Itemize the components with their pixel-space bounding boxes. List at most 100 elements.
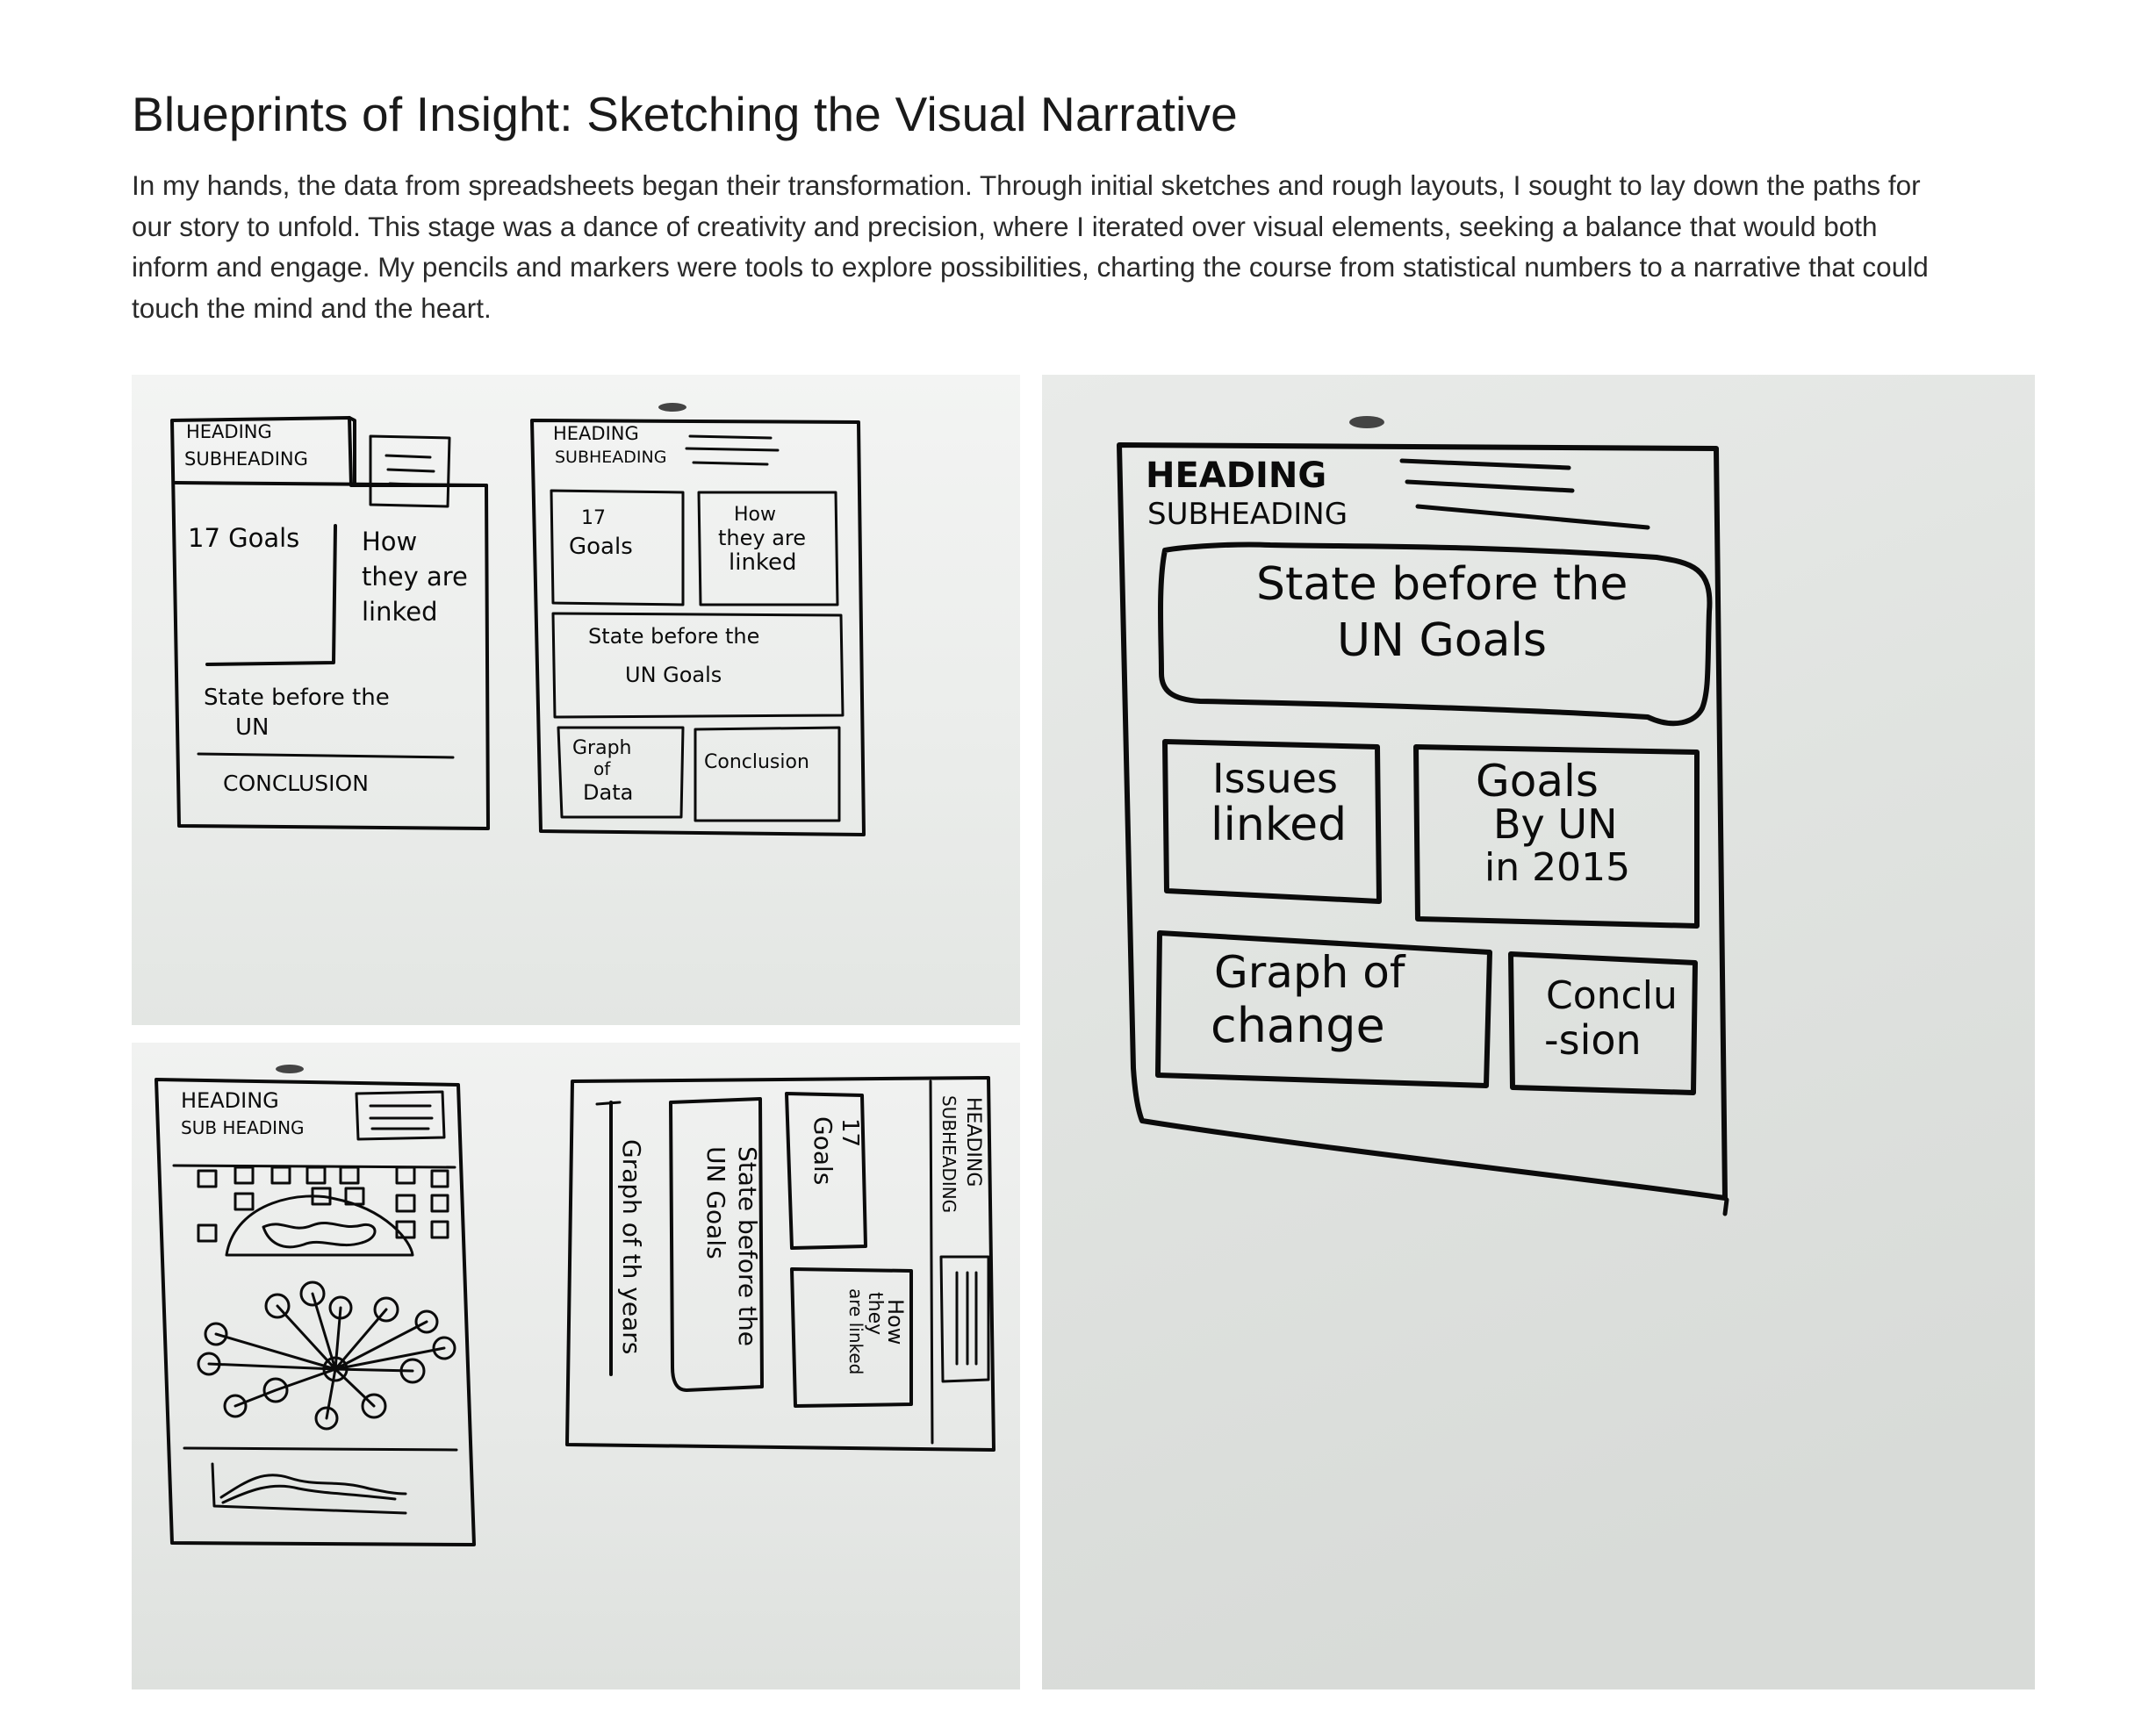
sketch-e-graph-box <box>1155 930 1492 1088</box>
sketch-c-heading: HEADING <box>181 1088 279 1113</box>
sketch-d-header-divider <box>929 1080 934 1445</box>
page-title: Blueprints of Insight: Sketching the Vis… <box>132 87 1238 141</box>
sketch-photo-graphic-layouts: HEADING SUB HEADING HEADING SUBHEADING 1… <box>132 1043 1020 1689</box>
sketch-photo-final-layout: HEADING SUBHEADING State before the UN G… <box>1042 375 2035 1689</box>
sketch-b-state-1: State before the <box>588 624 759 649</box>
sketch-b-goals-box <box>550 489 685 606</box>
sketch-d-graph-tick <box>595 1101 622 1106</box>
sketch-d-linked-group: How they are linked <box>845 1288 908 1374</box>
sketch-a-frame-edge <box>348 416 356 487</box>
sketch-c-network <box>197 1280 456 1431</box>
sketch-d-goals-box <box>785 1092 867 1250</box>
sketch-d-graph: Graph of th years <box>617 1139 646 1354</box>
sketch-d-goals-1: 17 <box>837 1118 863 1147</box>
sketch-e-issues-1: Issues <box>1212 755 1338 802</box>
sketch-a-goals: 17 Goals <box>188 523 299 553</box>
sketch-e-tape <box>1349 416 1384 428</box>
sketch-e-graph-1: Graph of <box>1214 947 1406 998</box>
sketch-e: HEADING SUBHEADING State before the UN G… <box>1117 416 1729 1216</box>
sketch-d-subheading-group: SUBHEADING <box>938 1095 960 1213</box>
sketch-e-subheading: SUBHEADING <box>1147 497 1348 532</box>
sketch-b-heading: HEADING <box>553 423 639 444</box>
sketch-e-goals-1: Goals <box>1476 756 1599 807</box>
sketch-a-goals-box <box>205 524 337 666</box>
sketch-b-linked-box <box>697 491 839 606</box>
sketch-d-state-2: UN Goals <box>701 1146 730 1259</box>
sketch-a: HEADING SUBHEADING 17 Goals How they are… <box>170 416 490 830</box>
sketch-d-image-lines <box>955 1271 978 1366</box>
sketch-a-linked-3: linked <box>362 597 438 627</box>
sketch-d-header-image <box>939 1255 990 1383</box>
sketch-b-frame <box>530 419 866 836</box>
sketch-b-subheading: SUBHEADING <box>555 448 666 467</box>
sketch-e-graph-2: change <box>1211 998 1385 1053</box>
sketch-photo-final-layout-svg: HEADING SUBHEADING State before the UN G… <box>1042 375 2035 1689</box>
sketch-b-tape <box>658 403 686 412</box>
sketch-b-state-box <box>551 612 845 719</box>
sketch-a-linked-1: How <box>362 527 417 556</box>
sketch-c-header-image <box>355 1090 446 1141</box>
sketch-b-header-lines <box>685 434 780 466</box>
sketch-e-goals-3: in 2015 <box>1484 845 1630 890</box>
sketch-a-state-2: UN <box>235 714 269 741</box>
sketch-b-state-2: UN Goals <box>625 663 722 687</box>
sketch-e-goals-box <box>1413 744 1700 929</box>
sketch-a-state-1: State before the <box>204 685 390 711</box>
paper-background <box>1042 375 2035 1689</box>
sketch-d-state-1: State before the <box>733 1146 762 1346</box>
sketch-b-conclusion: Conclusion <box>704 751 809 773</box>
sketch-d-heading: HEADING <box>962 1097 984 1187</box>
sketch-d-state-box <box>669 1097 764 1392</box>
sketch-e-conclusion-box <box>1508 951 1698 1095</box>
sketch-a-header-image <box>369 434 451 508</box>
sketch-d-linked-3: are linked <box>845 1288 866 1374</box>
sketch-e-frame <box>1117 442 1728 1201</box>
sketch-d-subheading: SUBHEADING <box>938 1095 960 1213</box>
sketch-b-goals-2: Goals <box>569 534 633 560</box>
sketch-a-divider <box>197 752 455 759</box>
sketch-a-heading: HEADING <box>186 421 272 442</box>
sketch-photo-two-layouts: HEADING SUBHEADING 17 Goals How they are… <box>132 375 1020 1025</box>
sketch-a-linked-2: they are <box>362 562 468 592</box>
sketch-c-continents <box>262 1221 377 1249</box>
sketch-b-graph-2: of <box>593 758 611 779</box>
sketch-d-goals-group: 17 Goals <box>809 1116 863 1185</box>
sketch-b-graph-3: Data <box>583 780 633 805</box>
sketch-d-graph-group: Graph of th years <box>617 1139 646 1354</box>
sketch-c-image-lines <box>369 1104 434 1130</box>
sketch-d-linked-1: How <box>883 1299 908 1345</box>
sketch-e-state-1: State before the <box>1256 558 1628 611</box>
sketch-d: HEADING SUBHEADING 17 Goals State before… <box>565 1076 995 1452</box>
sketch-a-conclusion: CONCLUSION <box>223 771 369 796</box>
sketch-d-linked-2: they <box>864 1292 886 1335</box>
sketch-c-subheading: SUB HEADING <box>181 1117 305 1138</box>
sketch-c-globe <box>225 1194 414 1257</box>
sketch-b-linked-2: they are <box>718 526 806 550</box>
sketch-b-goals-1: 17 <box>581 507 606 529</box>
sketch-d-heading-group: HEADING <box>962 1097 984 1187</box>
sketch-photo-graphic-layouts-svg: HEADING SUB HEADING HEADING SUBHEADING 1… <box>132 1043 1020 1689</box>
sketch-d-state-group: State before the UN Goals <box>701 1146 762 1346</box>
sketch-e-goals-2: By UN <box>1493 800 1617 848</box>
sketch-e-header-lines <box>1399 458 1650 530</box>
sketch-c-divider <box>183 1446 458 1452</box>
sketch-b: HEADING SUBHEADING 17 Goals How they are… <box>530 403 866 836</box>
sketch-a-subheading: SUBHEADING <box>184 448 308 470</box>
sketch-c-chart-line-2 <box>221 1484 397 1504</box>
sketch-e-conclusion-2: -sion <box>1544 1016 1642 1064</box>
sketch-a-image-lines <box>385 454 437 487</box>
sketch-photo-two-layouts-svg: HEADING SUBHEADING 17 Goals How they are… <box>132 375 1020 1025</box>
sketch-b-graph-1: Graph <box>572 737 631 759</box>
sketch-b-graph-box <box>557 726 685 819</box>
sketch-e-conclusion-1: Conclu <box>1546 973 1678 1018</box>
sketch-d-goals-2: Goals <box>809 1116 837 1185</box>
sketch-d-linked-box <box>790 1267 913 1408</box>
sketch-d-frame <box>565 1076 995 1452</box>
sketch-e-frame-corner <box>1722 1197 1729 1216</box>
intro-paragraph: In my hands, the data from spreadsheets … <box>132 169 1929 324</box>
sketch-e-issues-2: linked <box>1211 799 1347 851</box>
sketch-c-chart-line-1 <box>219 1474 407 1499</box>
sketch-b-conclusion-box <box>694 726 841 822</box>
sketch-c-goal-squares <box>197 1166 449 1243</box>
sketch-c-frame <box>155 1078 476 1546</box>
